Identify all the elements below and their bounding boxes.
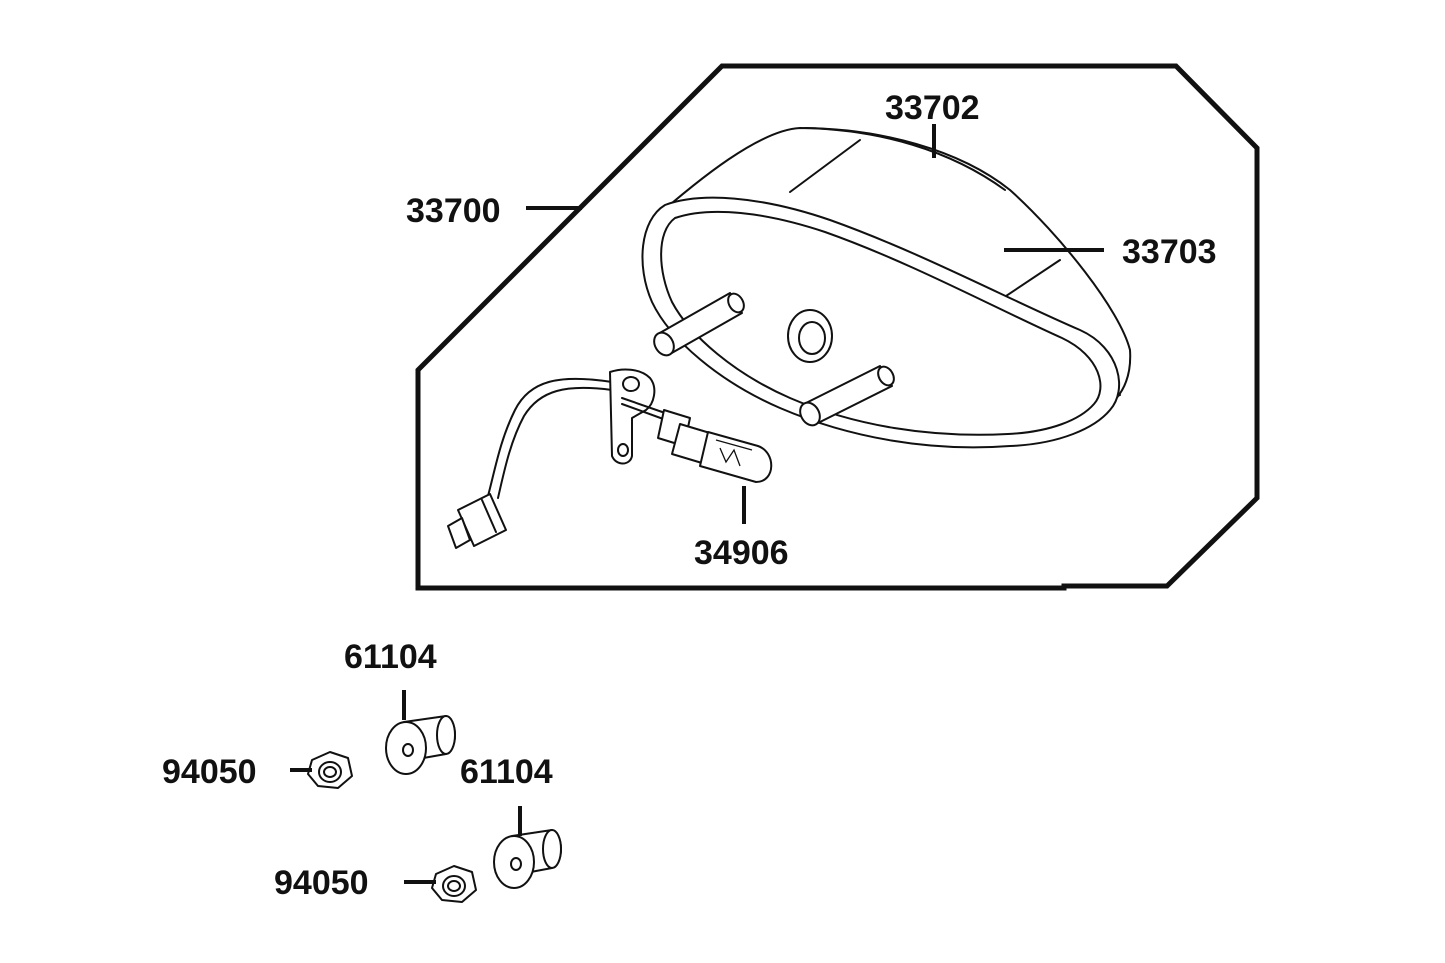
label-33702: 33702 [885, 89, 980, 127]
nut-upper [307, 751, 353, 789]
label-33703: 33703 [1122, 233, 1217, 271]
label-94050-upper: 94050 [162, 753, 257, 791]
label-61104-upper: 61104 [344, 638, 437, 676]
nut-lower [431, 865, 477, 903]
label-94050-lower: 94050 [274, 864, 369, 902]
collar-lower [493, 829, 562, 889]
label-61104-lower: 61104 [460, 753, 553, 791]
label-33700: 33700 [406, 192, 501, 230]
label-34906: 34906 [694, 534, 789, 572]
tail-lamp-housing [641, 127, 1132, 449]
assembly-frame [415, 63, 1260, 591]
collar-upper [385, 715, 456, 775]
bulb-socket-harness [447, 368, 773, 549]
